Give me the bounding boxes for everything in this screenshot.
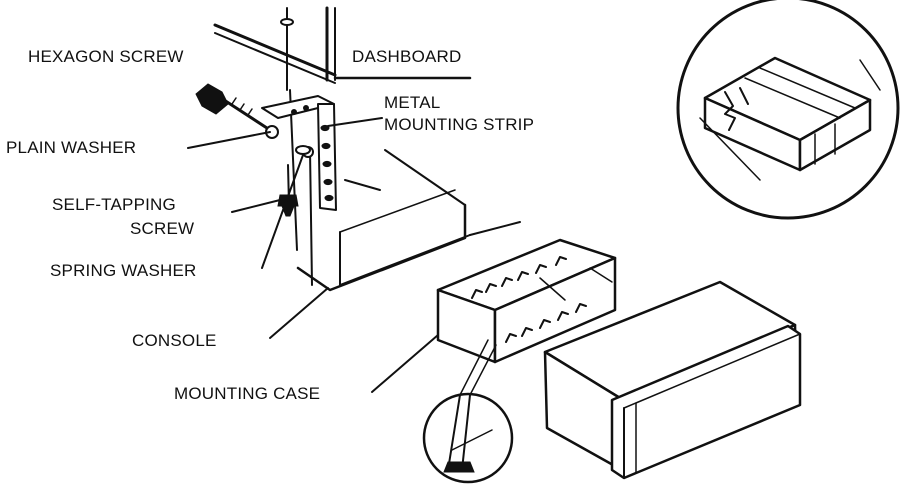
label-plain-washer: PLAIN WASHER	[6, 138, 136, 157]
label-mounting-strip: MOUNTING STRIP	[384, 115, 534, 134]
metal-mounting-strip	[261, 95, 337, 286]
console-opening	[296, 149, 521, 292]
leader-lines	[187, 117, 439, 393]
mounting-case	[436, 238, 617, 364]
label-console: CONSOLE	[132, 331, 217, 350]
label-hexagon-screw: HEXAGON SCREW	[28, 47, 184, 66]
labels: HEXAGON SCREW DASHBOARD METAL MOUNTING S…	[6, 47, 534, 403]
label-metal: METAL	[384, 93, 440, 112]
hexagon-screw	[195, 83, 272, 132]
radio-unit	[543, 280, 802, 480]
spring-washer	[295, 145, 311, 155]
label-self-tapping: SELF-TAPPING	[52, 195, 176, 214]
label-spring-washer: SPRING WASHER	[50, 261, 197, 280]
detail-circle-locking-tab	[422, 339, 514, 484]
self-tapping-screw	[277, 164, 299, 217]
dashboard-panel	[213, 6, 472, 84]
vertical-rod	[280, 7, 298, 251]
label-dashboard: DASHBOARD	[352, 47, 462, 66]
label-mounting-case: MOUNTING CASE	[174, 384, 320, 403]
label-screw: SCREW	[130, 219, 194, 238]
detail-circle-top-right	[676, 0, 900, 220]
